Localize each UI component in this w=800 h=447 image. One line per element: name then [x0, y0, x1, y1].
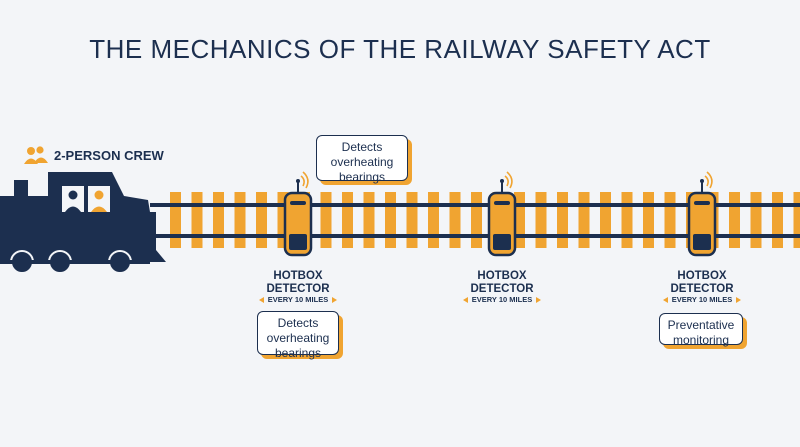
railroad-tie [385, 192, 396, 248]
hotbox-detector-unit-1 [283, 171, 313, 257]
crew-label: 2-PERSON CREW [24, 146, 164, 164]
arrow-right-icon [536, 297, 542, 304]
hotbox-detector-unit-2 [487, 171, 517, 257]
rail-top [150, 203, 800, 207]
crew-text: 2-PERSON CREW [54, 147, 164, 163]
arrow-left-icon [462, 297, 468, 304]
detector-title-line2: DETECTOR [266, 282, 330, 295]
railroad-tie [621, 192, 633, 248]
railroad-tie [600, 192, 611, 248]
railroad-tie [342, 192, 353, 248]
people-icon [24, 146, 48, 164]
railroad-tie [234, 192, 246, 248]
callout-bottom-detector-1: Detects overheating bearings [257, 311, 339, 360]
detector-title-line1: HOTBOX [477, 270, 527, 282]
railroad-tie [535, 192, 547, 248]
railroad-tie [428, 192, 439, 248]
railroad-tie [449, 192, 461, 248]
railroad-tie [772, 192, 783, 248]
detector-title-line2: DETECTOR [470, 282, 534, 295]
railroad-tie [256, 192, 267, 248]
arrow-left-icon [258, 297, 264, 304]
railroad-tie [363, 192, 375, 248]
locomotive [0, 172, 166, 274]
detector-frequency: EVERY 10 MILES [637, 296, 767, 304]
rail-bottom [150, 234, 800, 238]
frequency-text: EVERY 10 MILES [267, 295, 329, 305]
railroad-tie [406, 192, 418, 248]
arrow-left-icon [662, 297, 668, 304]
railroad-tie [643, 192, 654, 248]
railroad-tie [170, 192, 181, 248]
railroad-tie [191, 192, 203, 248]
railroad-tie [793, 192, 800, 248]
detector-label-3: HOTBOX DETECTOR EVERY 10 MILES [637, 270, 767, 305]
page-title: THE MECHANICS OF THE RAILWAY SAFETY ACT [89, 34, 711, 64]
detector-title-line2: DETECTOR [670, 282, 734, 295]
detector-frequency: EVERY 10 MILES [437, 296, 567, 304]
railroad-tie [664, 192, 676, 248]
railroad-tie [729, 192, 740, 248]
frequency-text: EVERY 10 MILES [671, 295, 733, 305]
frequency-text: EVERY 10 MILES [471, 295, 533, 305]
hotbox-detector-unit-3 [687, 171, 717, 257]
detector-frequency: EVERY 10 MILES [233, 296, 363, 304]
detector-label-1: HOTBOX DETECTOR EVERY 10 MILES [233, 270, 363, 305]
arrow-right-icon [332, 297, 338, 304]
railroad-tie [750, 192, 762, 248]
railroad-tie [277, 192, 289, 248]
detector-title-line1: HOTBOX [677, 270, 727, 282]
railroad-tie [557, 192, 568, 248]
detector-title-line1: HOTBOX [273, 270, 323, 282]
detector-label-2: HOTBOX DETECTOR EVERY 10 MILES [437, 270, 567, 305]
railroad-tie [578, 192, 590, 248]
callout-top-detector-1: Detects overheating bearings [316, 135, 408, 184]
arrow-right-icon [736, 297, 742, 304]
railroad-tie [471, 192, 482, 248]
railroad-tie [320, 192, 332, 248]
railroad-tie [213, 192, 224, 248]
railroad-tie [514, 192, 525, 248]
callout-bottom-detector-3: Preventative monitoring [659, 313, 743, 347]
